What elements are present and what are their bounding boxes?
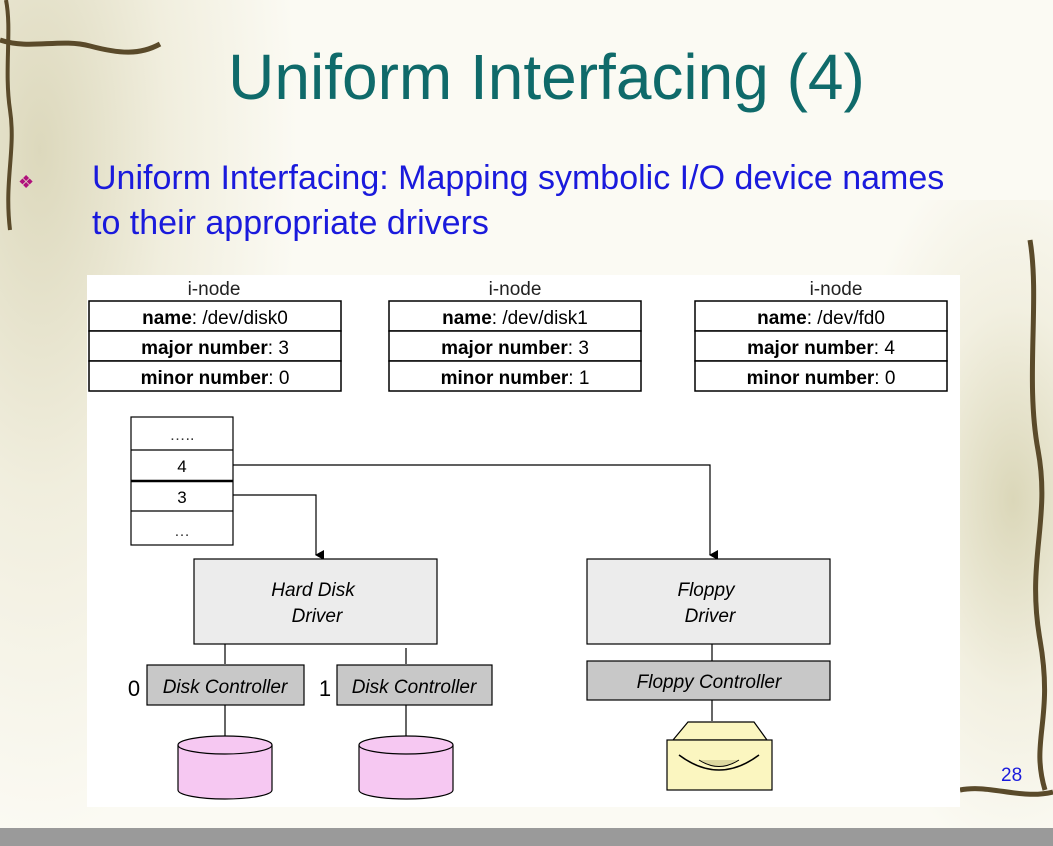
inode-major-row: major number: 3 [141,338,289,359]
table-row: 3 [177,488,186,507]
diamond-bullet-icon: ❖ [18,172,35,192]
table-row: ….. [170,427,195,444]
inode-name-row: name: /dev/disk0 [142,308,288,329]
controller-label: Disk Controller [352,677,477,698]
disk-controller-0: 0 Disk Controller [128,664,305,706]
device-mapping-diagram: i-node name: /dev/disk0 major number: 3 … [87,275,960,807]
controller-label: Floppy Controller [637,672,782,693]
table-row: … [174,523,190,540]
controller-index: 0 [128,676,140,701]
slide-title: Uniform Interfacing (4) [228,41,865,113]
inode-name-row: name: /dev/fd0 [757,308,885,329]
driver-label: Driver [292,606,343,627]
floppy-driver: Floppy Driver [586,558,831,645]
floppy-drive-icon [666,721,773,791]
table-row: 4 [177,457,186,476]
inode-minor-row: minor number: 0 [747,368,896,389]
inode-header: i-node [188,279,241,300]
floppy-controller: Floppy Controller [586,660,831,701]
arrow-to-floppy-driver [233,464,718,560]
bullet-text: Uniform Interfacing: Mapping symbolic I/… [92,159,945,242]
inode-header: i-node [489,279,542,300]
hard-disk-driver: Hard Disk Driver [193,558,438,645]
controller-label: Disk Controller [163,677,288,698]
inode-minor-row: minor number: 1 [441,368,590,389]
disk-drive-1-icon [358,735,454,800]
inode-disk0: i-node name: /dev/disk0 major number: 3 … [88,279,342,392]
inode-major-row: major number: 3 [441,338,589,359]
driver-label: Hard Disk [271,580,356,601]
inode-major-row: major number: 4 [747,338,895,359]
page-number: 28 [1001,765,1023,786]
arrow-to-hard-disk-driver [233,494,324,560]
inode-fd0: i-node name: /dev/fd0 major number: 4 mi… [694,279,948,392]
major-number-table: ….. 4 3 … [130,416,234,546]
controller-index: 1 [319,676,331,701]
disk-controller-1: 1 Disk Controller [319,664,493,706]
inode-name-row: name: /dev/disk1 [442,308,588,329]
inode-minor-row: minor number: 0 [141,368,290,389]
inode-header: i-node [810,279,863,300]
inode-disk1: i-node name: /dev/disk1 major number: 3 … [388,279,642,392]
footer-bar [0,828,1053,846]
driver-label: Driver [685,606,736,627]
driver-label: Floppy [677,580,736,601]
disk-drive-0-icon [177,735,273,800]
diagram-svg: i-node name: /dev/disk0 major number: 3 … [88,279,948,800]
